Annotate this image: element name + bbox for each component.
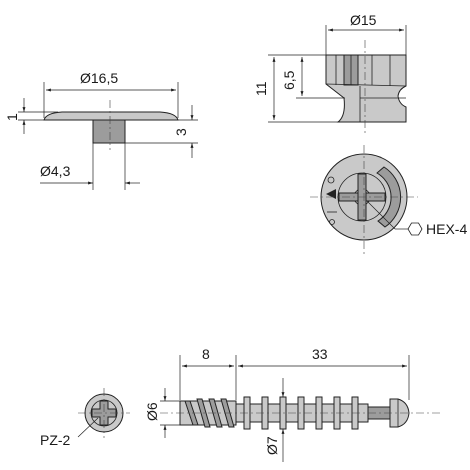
cam-housing-eccentric-slot	[376, 166, 402, 228]
pozidriv-icon	[91, 400, 117, 426]
connecting-bolt-drawing: PZ-2 8 33 Ø6	[40, 346, 440, 462]
bolt-shank-length-label: 33	[312, 346, 328, 362]
washer-boss-diameter-label: Ø4,3	[40, 163, 71, 179]
bolt-head-length-label: 8	[202, 346, 210, 362]
washer-diameter-label: Ø16,5	[80, 70, 118, 86]
washer-drawing: Ø16,5 1 3 Ø4,3	[4, 70, 198, 190]
bolt-drive-label: PZ-2	[40, 432, 71, 448]
bolt-thread-diameter-label: Ø6	[144, 402, 160, 421]
bolt-head	[389, 398, 410, 428]
washer-boss	[92, 119, 126, 144]
washer-boss-height-label: 3	[173, 128, 189, 136]
cam-diameter-label: Ø15	[350, 12, 377, 28]
cam-drive-label: HEX-4	[426, 221, 467, 237]
washer-cap	[43, 111, 179, 121]
cam-total-height-label: 11	[253, 81, 269, 96]
cam-upper-height-label: 6,5	[281, 70, 297, 90]
bolt-shank-diameter-label: Ø7	[264, 436, 280, 455]
cam-hex-socket	[350, 185, 374, 209]
cam-housing-drawing: Ø15 11 6,5 HEX-4	[253, 12, 467, 255]
cam-housing-side-view	[325, 54, 407, 123]
washer-thickness-label: 1	[4, 113, 20, 121]
hex-icon	[407, 222, 423, 236]
